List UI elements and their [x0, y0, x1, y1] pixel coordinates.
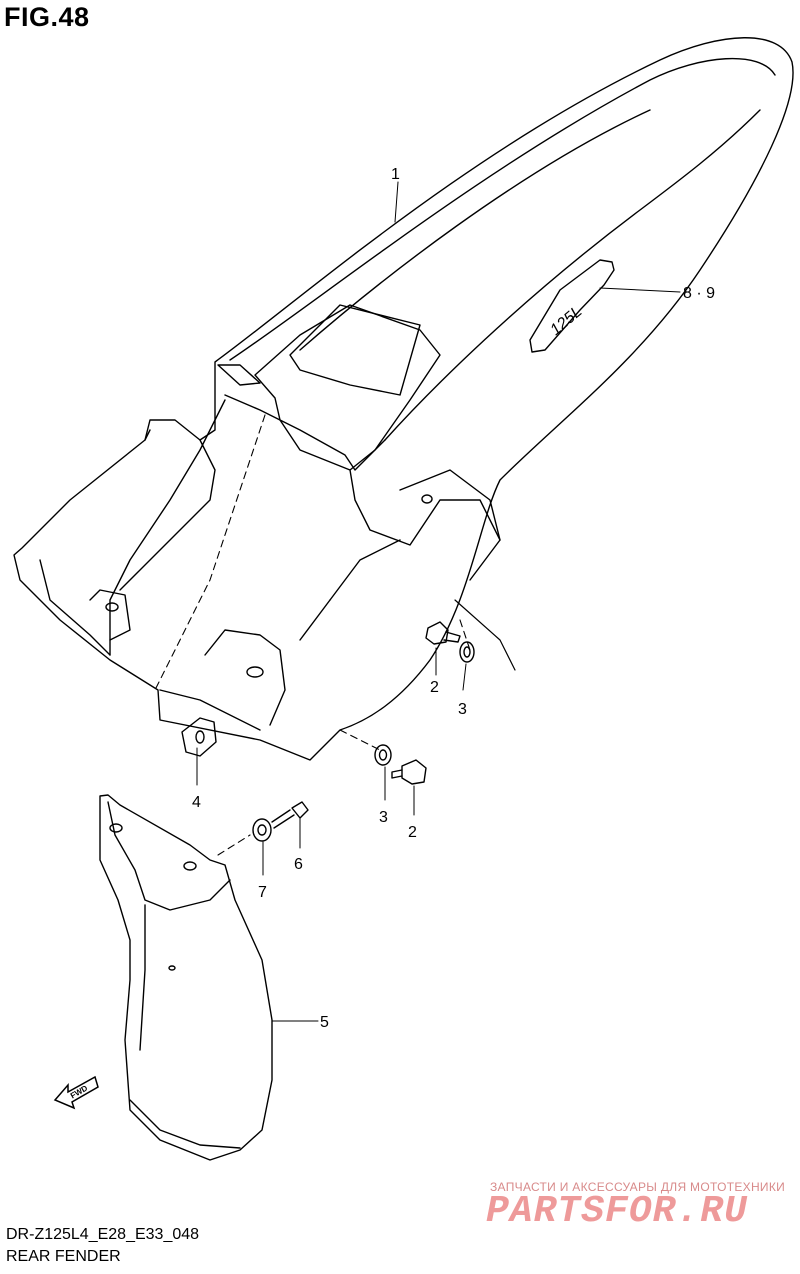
figure-title: FIG.48 [4, 2, 90, 32]
callout-part-6: 6 [294, 856, 303, 873]
callout-part-3-lower: 3 [379, 809, 388, 826]
callout-part-8-9: 8 · 9 [683, 285, 715, 302]
washer-part-upper[interactable] [459, 641, 475, 663]
section-name: REAR FENDER [6, 1248, 121, 1265]
fender-decal-outline [529, 259, 615, 353]
callout-part-2-lower: 2 [408, 824, 417, 841]
rear-fender-part[interactable] [13, 37, 794, 761]
washer-part-small[interactable] [252, 818, 272, 842]
watermark-tagline: ЗАПЧАСТИ И АКСЕССУАРЫ ДЛЯ МОТОТЕХНИКИ [490, 1180, 786, 1194]
clip-nut-part[interactable] [181, 717, 217, 757]
bolt-part-lower[interactable] [391, 759, 427, 785]
washer-part-lower[interactable] [374, 744, 392, 766]
drawing-code: DR-Z125L4_E28_E33_048 [6, 1226, 200, 1243]
watermark-logo: PARTSFOR.RU [486, 1190, 748, 1233]
callout-part-7: 7 [258, 884, 267, 901]
callout-part-1: 1 [391, 166, 400, 183]
fender-decal-text: 125L [547, 303, 585, 339]
hidden-lines [154, 414, 471, 856]
callout-part-2-upper: 2 [430, 679, 439, 696]
bolt-part-upper[interactable] [425, 621, 461, 645]
screw-part[interactable] [271, 801, 309, 829]
mud-flap-part[interactable] [99, 794, 273, 1161]
callout-part-3-upper: 3 [458, 701, 467, 718]
callout-part-4: 4 [192, 794, 201, 811]
callout-part-5: 5 [320, 1014, 329, 1031]
leader-lines [196, 181, 681, 1022]
forward-arrow-icon: FWD [53, 1075, 99, 1110]
